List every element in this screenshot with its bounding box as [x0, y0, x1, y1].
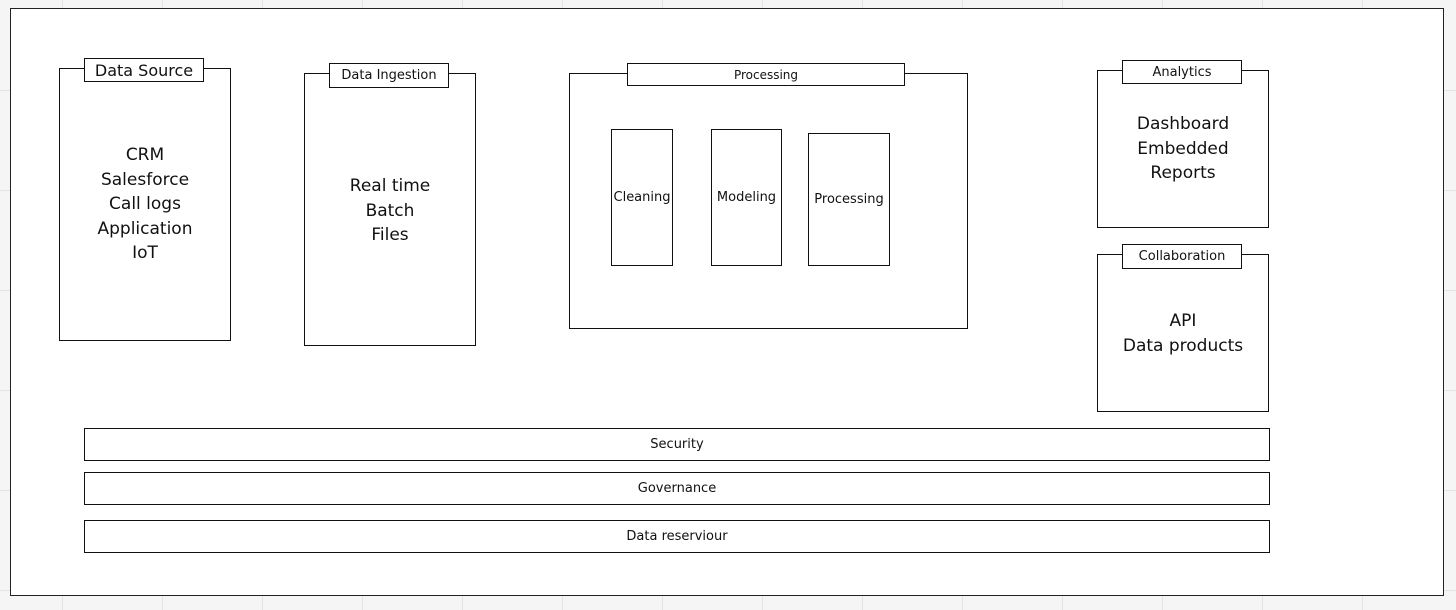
data-source-items: CRM Salesforce Call logs Application IoT — [60, 143, 230, 266]
data-source-item: Call logs — [109, 194, 181, 214]
data-ingestion-title: Data Ingestion — [329, 63, 449, 88]
data-ingestion-item: Real time — [349, 176, 431, 196]
data-source-title: Data Source — [84, 58, 204, 82]
collaboration-title: Collaboration — [1122, 244, 1242, 269]
collaboration-box[interactable]: API Data products — [1097, 254, 1269, 412]
data-ingestion-box[interactable]: Real time Batch Files — [304, 73, 476, 346]
processing-title: Processing — [627, 63, 905, 86]
processing-step-processing[interactable]: Processing — [808, 133, 890, 266]
analytics-items: Dashboard Embedded Reports — [1098, 112, 1268, 186]
processing-step-cleaning[interactable]: Cleaning — [611, 129, 673, 266]
data-source-item: IoT — [132, 243, 158, 263]
collaboration-item: API — [1169, 311, 1197, 331]
data-ingestion-item: Files — [371, 225, 409, 245]
analytics-title: Analytics — [1122, 60, 1242, 84]
data-source-item: Application — [97, 218, 193, 239]
data-source-item: CRM — [125, 145, 165, 165]
data-ingestion-items: Real time Batch Files — [305, 174, 475, 248]
processing-step-modeling[interactable]: Modeling — [711, 129, 782, 266]
collaboration-item: Data products — [1122, 335, 1244, 356]
data-reservoir-layer[interactable]: Data reserviour — [84, 520, 1270, 553]
analytics-item: Dashboard — [1136, 114, 1230, 134]
data-ingestion-item: Batch — [365, 200, 415, 221]
data-source-item: Salesforce — [100, 169, 190, 190]
security-layer[interactable]: Security — [84, 428, 1270, 461]
analytics-item: Embedded — [1137, 138, 1229, 159]
governance-layer[interactable]: Governance — [84, 472, 1270, 505]
data-source-box[interactable]: CRM Salesforce Call logs Application IoT — [59, 68, 231, 341]
collaboration-items: API Data products — [1098, 309, 1268, 358]
analytics-box[interactable]: Dashboard Embedded Reports — [1097, 70, 1269, 228]
analytics-item: Reports — [1150, 163, 1216, 183]
